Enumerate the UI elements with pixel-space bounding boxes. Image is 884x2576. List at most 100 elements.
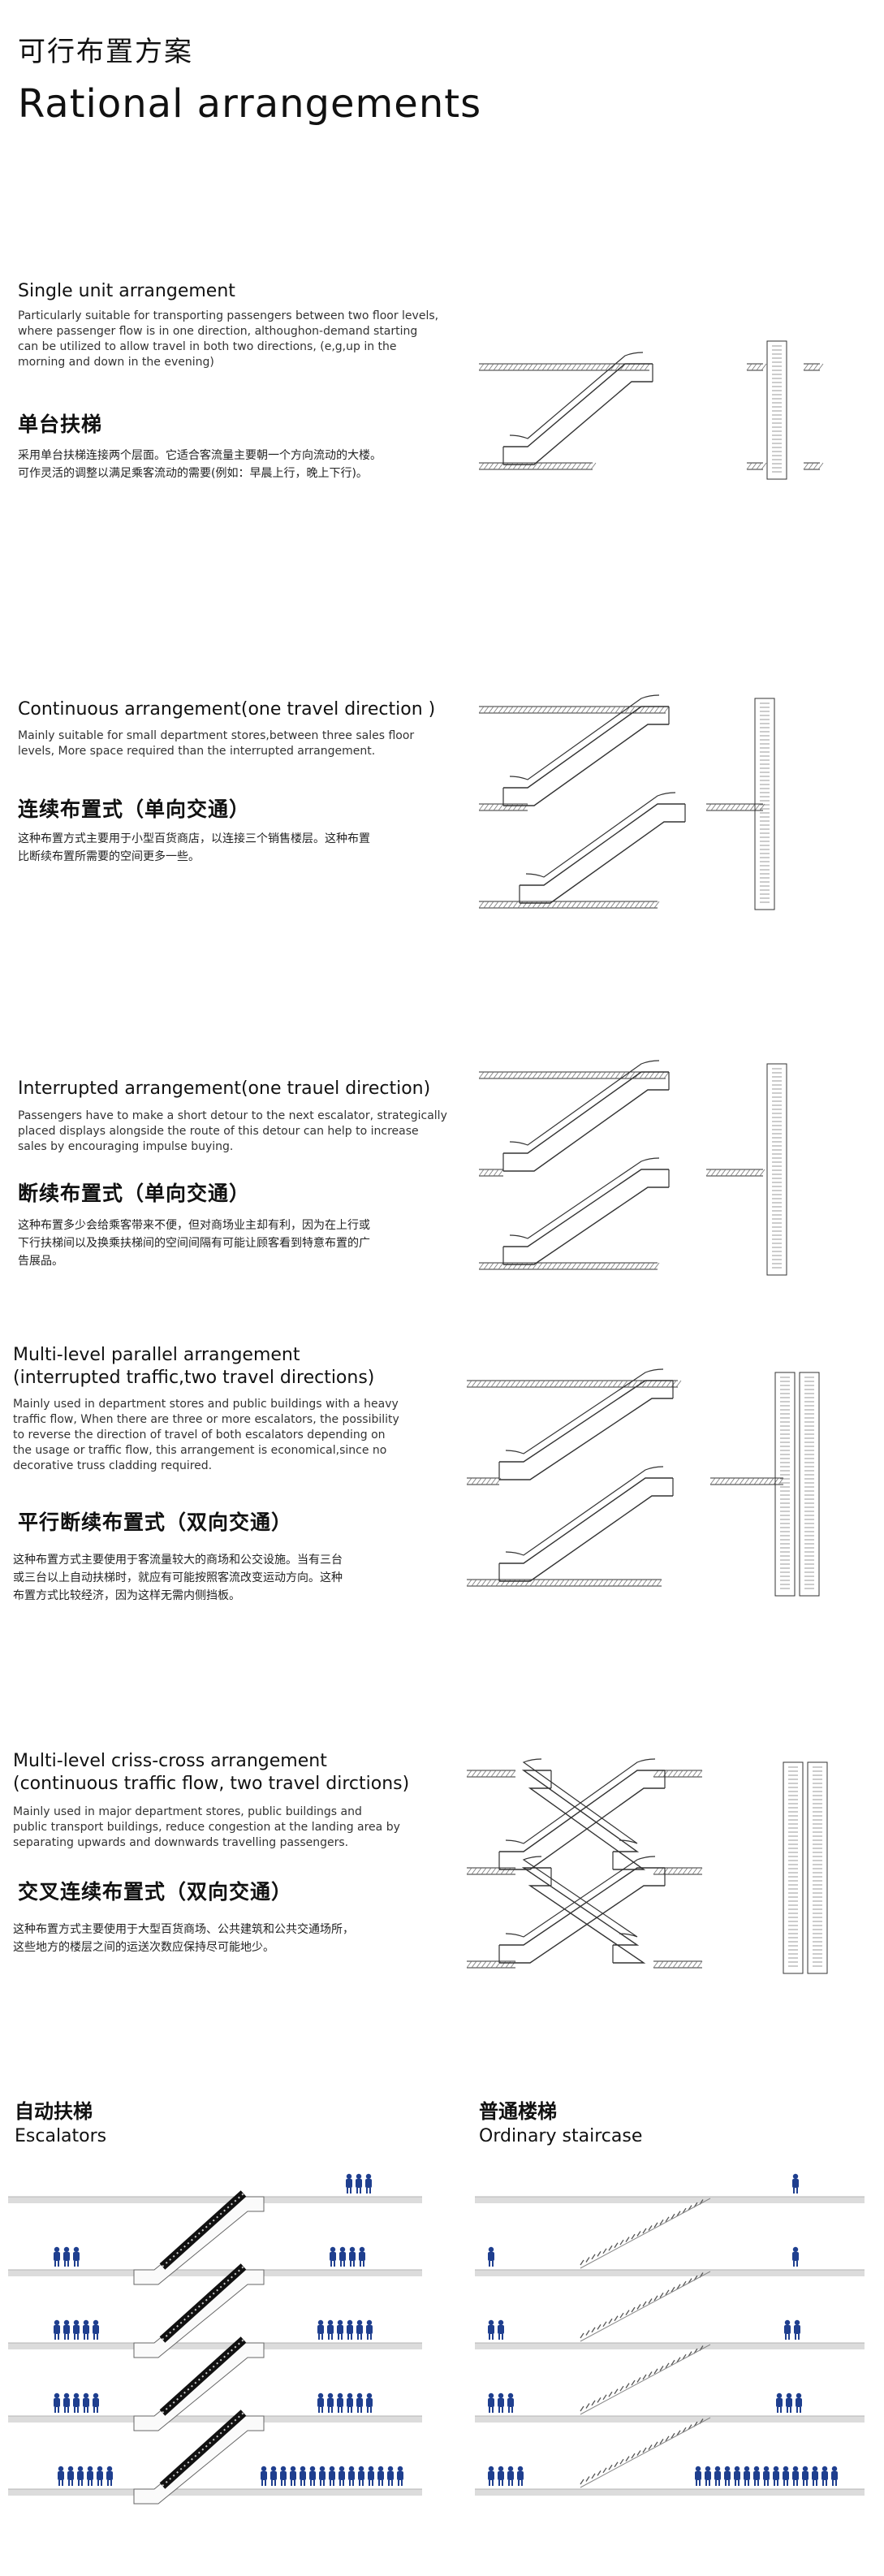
- person-icon: [714, 2471, 721, 2480]
- person-icon: [93, 2334, 95, 2340]
- side-view-steps: [772, 345, 782, 473]
- section-4-desc: Mainly used in department stores and pub…: [13, 1398, 399, 1472]
- person-icon: [93, 2325, 99, 2334]
- person-icon: [488, 2392, 494, 2399]
- person-icon: [107, 2480, 109, 2486]
- person-icon: [365, 2179, 372, 2188]
- escalator-handrail: [525, 792, 676, 878]
- person-icon: [97, 2466, 103, 2472]
- person-icon: [87, 2407, 88, 2413]
- person-icon: [81, 2480, 83, 2486]
- person-icon: [367, 2334, 369, 2340]
- person-icon: [696, 2480, 697, 2486]
- person-icon: [284, 2480, 286, 2486]
- person-icon: [67, 2407, 69, 2413]
- person-icon: [398, 2480, 399, 2486]
- person-icon: [806, 2480, 808, 2486]
- person-icon: [54, 2392, 60, 2399]
- person-icon: [349, 2246, 356, 2253]
- person-icon: [360, 2261, 361, 2267]
- person-icon: [270, 2466, 277, 2472]
- person-icon: [787, 2407, 788, 2413]
- person-icon: [783, 2466, 789, 2472]
- person-icon: [327, 2392, 334, 2399]
- staircase-rail: [580, 2417, 711, 2488]
- person-icon: [360, 2188, 361, 2193]
- side-view-steps: [780, 1377, 790, 1589]
- person-icon: [313, 2480, 315, 2486]
- person-icon: [349, 2480, 351, 2486]
- person-icon: [803, 2480, 804, 2486]
- staircase-illustration: [580, 2345, 704, 2412]
- escalator-handrail: [505, 1466, 664, 1556]
- person-icon: [347, 2334, 349, 2340]
- person-icon: [489, 2334, 490, 2340]
- person-icon: [341, 2407, 343, 2413]
- person-icon: [780, 2407, 782, 2413]
- person-icon: [498, 2325, 504, 2334]
- person-icon: [695, 2466, 701, 2472]
- person-icon: [492, 2334, 494, 2340]
- person-icon: [715, 2480, 717, 2486]
- person-icon: [785, 2334, 787, 2340]
- floor-band: [475, 2270, 865, 2276]
- escalator-side-view: [783, 1761, 804, 1974]
- person-icon: [84, 2407, 85, 2413]
- section-4-cn-desc: 这种布置方式主要使用于客流量较大的商场和公交设施。当有三台 或三台以上自动扶梯时…: [13, 1554, 343, 1602]
- person-icon: [382, 2480, 383, 2486]
- person-icon: [330, 2480, 331, 2486]
- floor-hatch: [709, 1477, 784, 1485]
- person-icon: [796, 2188, 798, 2193]
- person-icon: [357, 2334, 359, 2340]
- person-icon: [54, 2334, 56, 2340]
- person-icon: [368, 2466, 374, 2472]
- person-icon: [812, 2466, 818, 2472]
- person-icon: [271, 2480, 273, 2486]
- person-icon: [502, 2407, 503, 2413]
- section-1-cn-desc: 采用单台扶梯连接两个层面。它适合客流量主要朝一个方向流动的大楼。 可作灵活的调整…: [18, 449, 382, 480]
- side-view-steps: [788, 1766, 798, 1967]
- escalator-steps: [162, 2193, 244, 2267]
- person-icon: [265, 2480, 266, 2486]
- person-icon: [517, 2471, 524, 2480]
- person-icon: [330, 2261, 332, 2267]
- person-icon: [74, 2407, 75, 2413]
- person-icon: [748, 2480, 749, 2486]
- floor-band: [475, 2489, 865, 2496]
- person-icon: [822, 2480, 824, 2486]
- person-icon: [281, 2480, 282, 2486]
- section-3-cn-desc: 这种布置多少会给乘客带来不便，但对商场业主却有利，因为在上行或 下行扶梯间以及换…: [18, 1219, 370, 1268]
- person-icon: [356, 2179, 362, 2188]
- person-icon: [317, 2319, 324, 2326]
- person-icon: [502, 2480, 503, 2486]
- person-icon: [365, 2173, 372, 2180]
- person-icon: [337, 2392, 343, 2399]
- person-icon: [84, 2334, 85, 2340]
- floor-hatch: [705, 803, 765, 811]
- floor-hatch: [479, 462, 597, 470]
- person-icon: [347, 2392, 353, 2399]
- person-icon: [329, 2471, 335, 2480]
- floor-hatch: [479, 803, 528, 811]
- floor-hatch: [467, 1579, 662, 1587]
- person-icon: [317, 2392, 324, 2399]
- person-icon: [359, 2252, 365, 2261]
- person-icon: [270, 2471, 277, 2480]
- person-icon: [699, 2480, 701, 2486]
- floor-hatch: [803, 363, 824, 371]
- person-icon: [327, 2319, 334, 2326]
- person-icon: [83, 2398, 89, 2407]
- person-icon: [351, 2334, 352, 2340]
- person-icon: [58, 2407, 59, 2413]
- person-icon: [498, 2466, 504, 2472]
- person-icon: [73, 2252, 80, 2261]
- person-icon: [318, 2334, 320, 2340]
- person-icon: [350, 2188, 351, 2193]
- person-icon: [73, 2319, 80, 2326]
- person-icon: [58, 2261, 59, 2267]
- person-icon: [788, 2334, 790, 2340]
- person-icon: [363, 2261, 364, 2267]
- floor-band: [475, 2343, 865, 2349]
- person-icon: [753, 2466, 760, 2472]
- person-icon: [350, 2261, 351, 2267]
